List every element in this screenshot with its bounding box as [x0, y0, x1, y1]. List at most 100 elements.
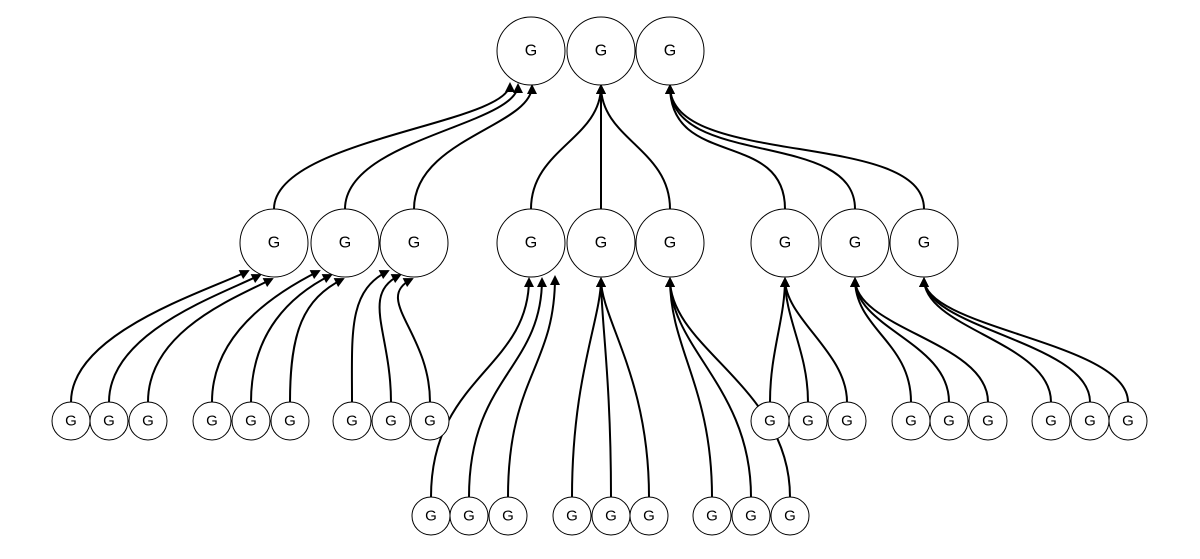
node-circle	[820, 208, 890, 278]
edge-arrow	[780, 277, 848, 403]
node-label: G	[664, 43, 676, 60]
edge-arrow	[665, 277, 713, 498]
mid-node-6: G	[635, 208, 705, 278]
edge-arrow	[665, 84, 925, 210]
mid-node-7: G	[750, 208, 820, 278]
node-label: G	[595, 43, 607, 60]
leaf-node-7: G	[332, 401, 372, 441]
edges-layer	[70, 82, 1129, 498]
edge-arrow	[397, 278, 431, 403]
node-circle	[629, 496, 669, 536]
node-label: G	[502, 508, 514, 525]
node-label: G	[525, 43, 537, 60]
leaf-node-6: G	[270, 401, 310, 441]
node-circle	[731, 496, 771, 536]
edge-arrow	[596, 277, 612, 498]
edge-arrow	[919, 277, 1052, 403]
node-circle	[496, 208, 566, 278]
edge-arrow	[289, 278, 345, 403]
node-circle	[750, 208, 820, 278]
node-label: G	[1084, 413, 1096, 430]
node-label: G	[385, 413, 397, 430]
leaf-node-25: G	[1031, 401, 1071, 441]
mid-node-3: G	[379, 208, 449, 278]
leaf-node-19: G	[750, 401, 790, 441]
node-label: G	[905, 413, 917, 430]
node-label: G	[65, 413, 77, 430]
edge-arrow	[769, 277, 790, 403]
node-label: G	[566, 508, 578, 525]
node-label: G	[525, 235, 537, 252]
node-label: G	[664, 235, 676, 252]
leaf-node-27: G	[1108, 401, 1148, 441]
node-circle	[449, 496, 489, 536]
node-circle	[128, 401, 168, 441]
node-label: G	[764, 413, 776, 430]
root-node-3: G	[635, 16, 705, 86]
node-circle	[379, 208, 449, 278]
leaf-node-1: G	[51, 401, 91, 441]
edge-arrow	[350, 270, 390, 403]
node-label: G	[463, 508, 475, 525]
leaf-node-18: G	[770, 496, 810, 536]
edge-arrow	[211, 270, 321, 403]
node-label: G	[339, 235, 351, 252]
leaf-node-5: G	[231, 401, 271, 441]
leaf-node-21: G	[827, 401, 867, 441]
leaf-node-24: G	[968, 401, 1008, 441]
edge-arrow	[468, 277, 547, 498]
edge-arrow	[780, 277, 809, 403]
mid-node-5: G	[566, 208, 636, 278]
node-label: G	[268, 235, 280, 252]
edge-arrow	[507, 275, 560, 498]
leaf-node-13: G	[552, 496, 592, 536]
edge-arrow	[919, 277, 1091, 403]
node-circle	[827, 401, 867, 441]
node-circle	[552, 496, 592, 536]
edge-arrow	[430, 277, 534, 498]
edge-arrow	[665, 277, 752, 498]
leaf-node-2: G	[89, 401, 129, 441]
node-circle	[270, 401, 310, 441]
node-label: G	[595, 235, 607, 252]
edge-arrow	[378, 274, 402, 403]
node-label: G	[206, 413, 218, 430]
node-label: G	[841, 413, 853, 430]
edge-arrow	[665, 84, 856, 210]
edge-arrow	[596, 84, 671, 210]
leaf-node-10: G	[411, 496, 451, 536]
node-circle	[332, 401, 372, 441]
edge-arrow	[665, 84, 786, 210]
leaf-node-26: G	[1070, 401, 1110, 441]
leaf-node-15: G	[629, 496, 669, 536]
edge-arrow	[850, 277, 912, 403]
node-label: G	[605, 508, 617, 525]
node-label: G	[849, 235, 861, 252]
node-circle	[488, 496, 528, 536]
edge-arrow	[850, 277, 950, 403]
edge-arrow	[596, 277, 650, 498]
leaf-node-23: G	[929, 401, 969, 441]
node-circle	[239, 208, 309, 278]
edge-arrow	[70, 270, 250, 403]
mid-node-1: G	[239, 208, 309, 278]
node-label: G	[424, 413, 436, 430]
node-label: G	[745, 508, 757, 525]
node-label: G	[346, 413, 358, 430]
root-node-1: G	[496, 16, 566, 86]
node-circle	[231, 401, 271, 441]
mid-node-8: G	[820, 208, 890, 278]
node-circle	[566, 16, 636, 86]
leaf-node-16: G	[692, 496, 732, 536]
leaf-node-22: G	[891, 401, 931, 441]
edge-arrow	[273, 82, 515, 210]
node-label: G	[943, 413, 955, 430]
node-label: G	[245, 413, 257, 430]
node-circle	[635, 16, 705, 86]
leaf-node-11: G	[449, 496, 489, 536]
root-node-2: G	[566, 16, 636, 86]
node-circle	[1108, 401, 1148, 441]
node-circle	[496, 16, 566, 86]
node-circle	[89, 401, 129, 441]
node-circle	[310, 208, 380, 278]
